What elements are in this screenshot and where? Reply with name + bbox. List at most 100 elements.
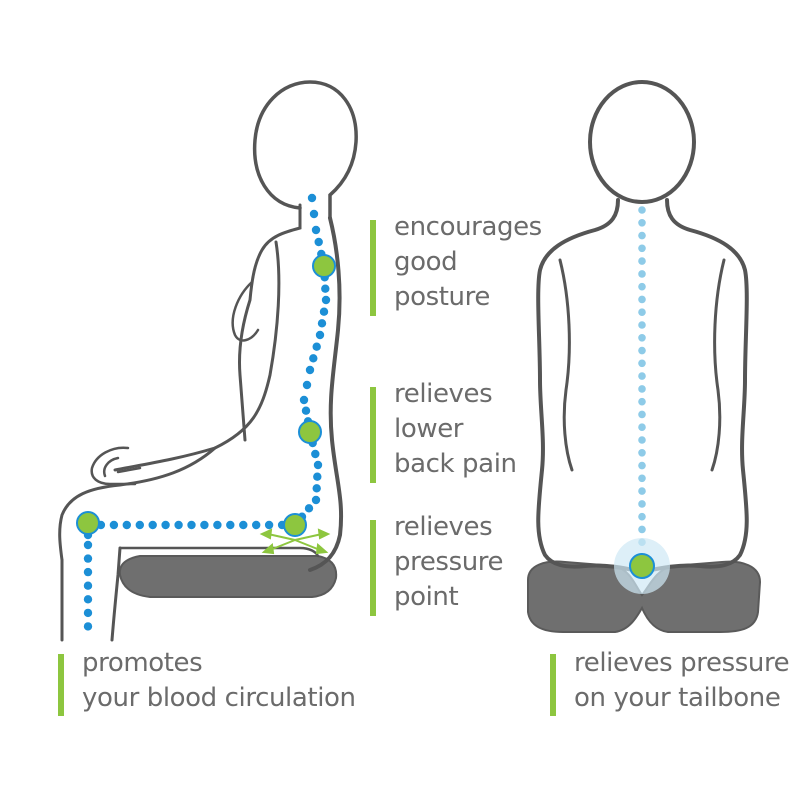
spine-dot: [638, 219, 646, 227]
spine-dot: [304, 504, 314, 513]
spine-dot: [638, 308, 646, 317]
spine-dot: [313, 472, 322, 481]
spine-dot: [311, 449, 320, 459]
side-view-thigh: [58, 446, 217, 562]
spine-dot: [319, 307, 329, 316]
spine-dot: [638, 436, 646, 444]
spine-dot: [638, 385, 646, 393]
spine-dot: [638, 334, 646, 342]
spine-dot: [638, 474, 646, 483]
spine-dot: [83, 567, 93, 577]
spine-dot: [638, 410, 646, 419]
spine-dot: [301, 406, 311, 415]
spine-dot: [314, 237, 323, 247]
spine-dot: [638, 346, 646, 355]
caption-line: promotes: [82, 648, 203, 678]
caption-line: your blood circulation: [82, 683, 356, 713]
caption-line: relieves pressure: [574, 648, 790, 678]
spine-dot: [239, 520, 248, 530]
caption-pressure-point: relieves pressure point: [370, 510, 504, 616]
back-view-left-arm: [558, 258, 574, 472]
caption-line: relieves: [394, 512, 493, 542]
spine-dot: [638, 206, 646, 214]
spine-dot: [638, 397, 646, 406]
caption-circulation: promotes your blood circulation: [58, 646, 356, 716]
caption-line: encourages: [394, 212, 542, 242]
side-view-shin-back: [110, 546, 122, 642]
circulation-node: [76, 511, 100, 535]
spine-dot: [638, 257, 646, 265]
spine-dot: [83, 622, 93, 631]
caption-line: lower: [394, 414, 464, 444]
spine-dot: [638, 512, 646, 521]
spine-dot: [83, 540, 93, 550]
caption-line: pressure: [394, 547, 504, 577]
spine-dot: [638, 231, 646, 240]
caption-line: on your tailbone: [574, 683, 781, 713]
spine-dot: [638, 321, 646, 329]
caption-line: back pain: [394, 449, 517, 479]
posture-node: [312, 254, 336, 278]
spine-dot: [312, 484, 321, 493]
spine-dot: [321, 295, 331, 305]
spine-dot: [135, 520, 144, 530]
spine-dot: [187, 520, 196, 530]
side-view-front-body: [238, 203, 302, 442]
side-view-chest: [231, 280, 260, 342]
spine-dot: [638, 461, 646, 470]
spine-dot: [305, 365, 315, 375]
spine-dot: [302, 380, 312, 390]
side-view-hands: [90, 446, 142, 486]
spine-dot: [312, 342, 321, 351]
caption-line: point: [394, 582, 459, 612]
side-view-head: [252, 80, 358, 220]
back-spine-dots: [638, 206, 646, 546]
back-view-right-arm: [710, 258, 726, 472]
spine-dot: [307, 193, 317, 203]
spine-dot: [317, 319, 327, 328]
accent-bar: [370, 220, 376, 316]
accent-bar: [58, 654, 64, 716]
side-view-figure: [58, 80, 358, 642]
spine-dot: [638, 500, 646, 508]
spine-dot: [148, 520, 157, 530]
spine-dot: [200, 520, 209, 530]
spine-dot: [83, 595, 93, 604]
pressure-point-node: [283, 513, 307, 537]
spine-dot: [213, 520, 222, 530]
spine-dot: [638, 525, 646, 534]
spine-dot: [264, 520, 274, 530]
spine-dot: [311, 495, 321, 505]
spine-dot: [226, 520, 235, 530]
caption-line: good: [394, 247, 458, 277]
caption-tailbone: relieves pressure on your tailbone: [550, 646, 790, 716]
spine-dot: [638, 295, 646, 304]
spine-dot: [638, 372, 646, 380]
spine-dot: [638, 487, 646, 495]
tailbone-node: [629, 553, 655, 579]
spine-dot: [109, 520, 119, 530]
spine-dot: [311, 225, 321, 235]
spine-dot: [83, 554, 93, 563]
caption-line: posture: [394, 282, 490, 312]
spine-dot: [638, 282, 646, 291]
spine-dot: [313, 460, 323, 470]
caption-lower-back: relieves lower back pain: [370, 377, 517, 483]
lower-back-node: [298, 420, 322, 444]
spine-dot: [83, 608, 93, 618]
back-view-head: [588, 80, 696, 204]
spine-dot: [83, 581, 93, 590]
spine-dot: [638, 423, 646, 432]
spine-dot: [299, 395, 309, 405]
side-view-seat-line: [118, 546, 320, 558]
accent-bar: [370, 387, 376, 483]
spine-dot: [174, 520, 183, 530]
accent-bar: [550, 654, 556, 716]
spine-dot: [638, 244, 646, 253]
side-view-arm: [113, 240, 281, 472]
spine-dot: [638, 359, 646, 368]
spine-dot: [161, 520, 170, 530]
spine-dot: [309, 354, 318, 363]
spine-dot: [122, 520, 131, 530]
